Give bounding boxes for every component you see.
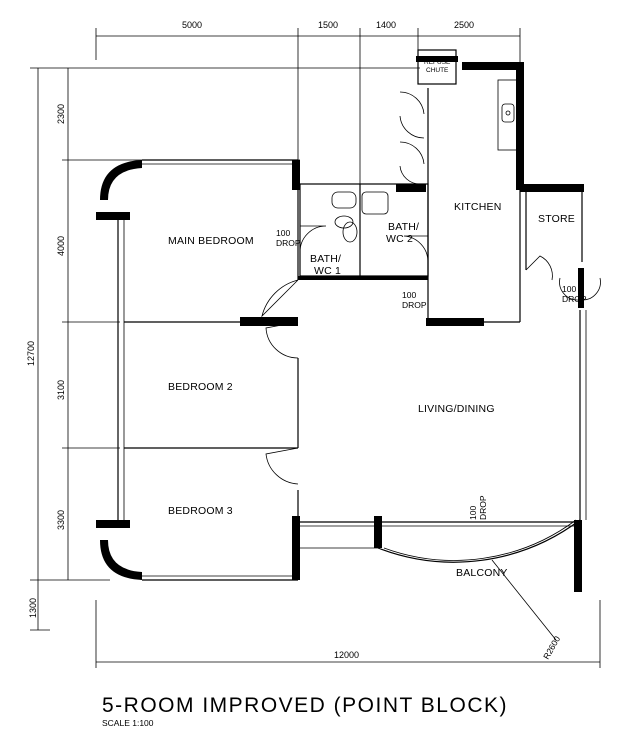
walls — [96, 49, 587, 592]
label-bedroom-3: BEDROOM 3 — [168, 505, 233, 517]
drop-1-label: DROP — [276, 238, 301, 248]
fixtures — [331, 79, 519, 243]
dim-top-2: 1500 — [318, 20, 338, 30]
dim-left-3: 3100 — [56, 380, 66, 400]
label-balcony: BALCONY — [456, 567, 508, 579]
dim-top-3: 1400 — [376, 20, 396, 30]
dim-overall-height: 12700 — [26, 341, 36, 366]
drop-2-value: 100 — [402, 290, 416, 300]
label-bath-wc-1-line1: BATH/ — [310, 253, 341, 265]
label-bath-wc-2-line2: WC 2 — [386, 233, 413, 245]
label-kitchen: KITCHEN — [454, 201, 502, 213]
dim-left-1: 2300 — [56, 104, 66, 124]
label-store: STORE — [538, 213, 575, 225]
dim-top-4: 2500 — [454, 20, 474, 30]
dim-left-2: 4000 — [56, 236, 66, 256]
doors — [261, 91, 601, 485]
drop-4-label: DROP — [478, 495, 488, 520]
label-bedroom-2: BEDROOM 2 — [168, 381, 233, 393]
drop-1-value: 100 — [276, 228, 290, 238]
label-living-dining: LIVING/DINING — [418, 403, 495, 415]
dim-top-1: 5000 — [182, 20, 202, 30]
plan-title: 5-ROOM IMPROVED (POINT BLOCK) — [102, 694, 508, 717]
label-refuse-chute-line1: REFUSE — [424, 59, 451, 66]
radius-label: R2600 — [541, 634, 562, 661]
label-main-bedroom: MAIN BEDROOM — [168, 235, 254, 247]
drop-3-value: 100 — [562, 284, 576, 294]
radius-line — [491, 559, 557, 641]
label-bath-wc-1-line2: WC 1 — [314, 265, 341, 277]
label-refuse-chute-line2: CHUTE — [426, 67, 449, 74]
plan-scale: SCALE 1:100 — [102, 718, 154, 728]
drop-4-value: 100 — [468, 506, 478, 520]
dim-left-5: 1300 — [28, 598, 38, 618]
label-bath-wc-2-line1: BATH/ — [388, 221, 419, 233]
drop-3-label: DROP — [562, 294, 587, 304]
dim-overall-width: 12000 — [334, 650, 359, 660]
drop-2-label: DROP — [402, 300, 427, 310]
dim-left-4: 3300 — [56, 510, 66, 530]
